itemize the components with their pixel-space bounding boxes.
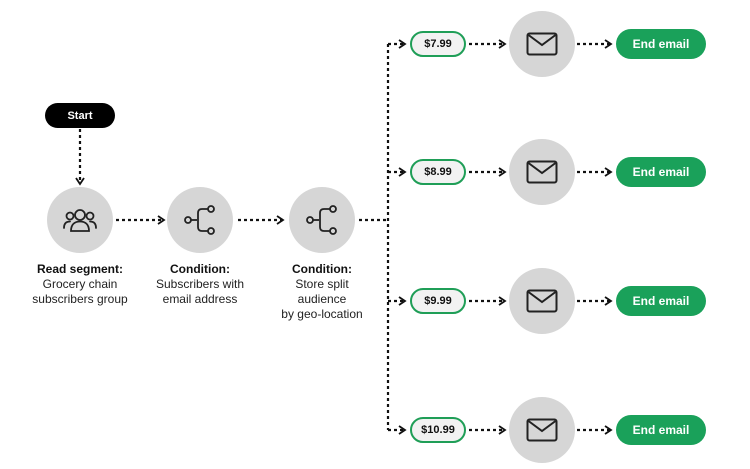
condition-email-desc-line: email address — [162, 292, 238, 306]
price-pill[interactable]: $8.99 — [410, 159, 466, 185]
end-email-node[interactable]: End email — [616, 29, 706, 59]
end-email-node[interactable]: End email — [616, 286, 706, 316]
end-email-label: End email — [632, 294, 690, 308]
email-node[interactable] — [509, 397, 575, 463]
email-node[interactable] — [509, 11, 575, 77]
price-label: $10.99 — [421, 424, 455, 436]
end-email-label: End email — [632, 165, 690, 179]
read-segment-title: Read segment: — [36, 262, 124, 276]
start-node[interactable]: Start — [45, 103, 115, 128]
envelope-icon — [526, 418, 558, 442]
end-email-node[interactable]: End email — [616, 157, 706, 187]
condition-geo-node[interactable] — [289, 187, 355, 253]
price-label: $9.99 — [424, 295, 452, 307]
branch-split-icon — [306, 205, 337, 235]
price-label: $7.99 — [424, 38, 452, 50]
condition-geo-title: Condition: — [292, 262, 352, 276]
email-node[interactable] — [509, 139, 575, 205]
condition-geo-desc-line: Store split — [295, 277, 349, 291]
start-label: Start — [67, 109, 93, 122]
envelope-icon — [526, 32, 558, 56]
condition-email-desc-line: Subscribers with — [155, 277, 245, 291]
branch-split-icon — [184, 205, 215, 235]
read-segment-desc-line: subscribers group — [32, 292, 128, 306]
people-group-icon — [63, 209, 97, 232]
read-segment-label: Read segment: Grocery chain subscribers … — [15, 262, 145, 307]
condition-email-label: Condition: Subscribers with email addres… — [135, 262, 265, 307]
end-email-node[interactable]: End email — [616, 415, 706, 445]
price-label: $8.99 — [424, 166, 452, 178]
read-segment-node[interactable] — [47, 187, 113, 253]
end-email-label: End email — [632, 37, 690, 51]
condition-geo-desc-line: audience — [297, 292, 347, 306]
condition-geo-label: Condition: Store split audience by geo-l… — [257, 262, 387, 322]
condition-email-title: Condition: — [170, 262, 230, 276]
condition-geo-desc-line: by geo-location — [281, 307, 363, 321]
envelope-icon — [526, 289, 558, 313]
condition-email-node[interactable] — [167, 187, 233, 253]
price-pill[interactable]: $10.99 — [410, 417, 466, 443]
read-segment-desc-line: Grocery chain — [42, 277, 118, 291]
email-node[interactable] — [509, 268, 575, 334]
price-pill[interactable]: $9.99 — [410, 288, 466, 314]
envelope-icon — [526, 160, 558, 184]
price-pill[interactable]: $7.99 — [410, 31, 466, 57]
end-email-label: End email — [632, 423, 690, 437]
